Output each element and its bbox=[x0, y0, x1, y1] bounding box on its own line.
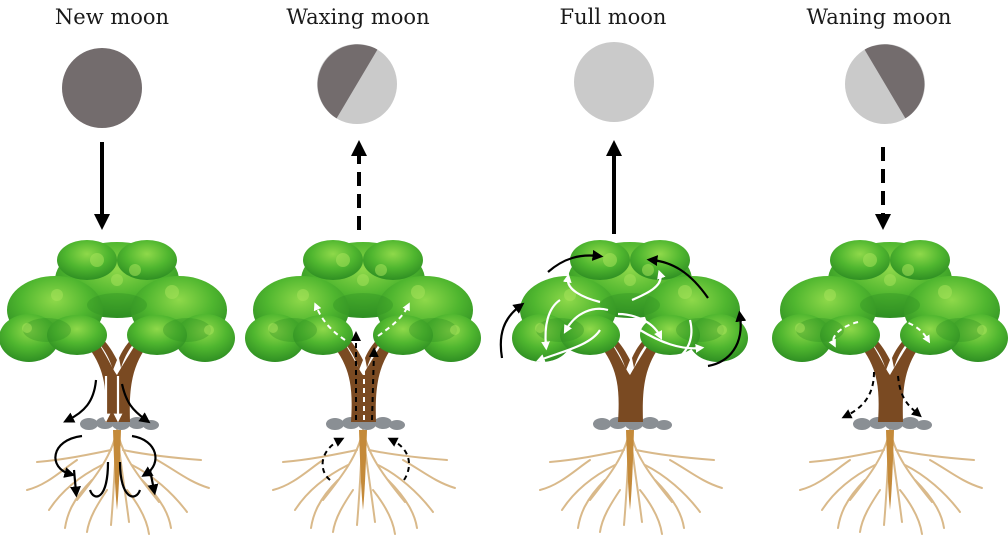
moon-waxing-icon bbox=[317, 44, 397, 124]
flow-arrows-waxing-moon bbox=[313, 302, 410, 481]
moon-full-icon bbox=[574, 42, 654, 122]
tree-full-moon bbox=[511, 239, 749, 535]
phase-title-waxing-moon: Waxing moon bbox=[286, 5, 430, 29]
phase-title-full-moon: Full moon bbox=[559, 5, 667, 29]
flow-arrows-waning-moon bbox=[828, 319, 931, 419]
phase-title-new-moon: New moon bbox=[54, 5, 170, 29]
phase-title-waning-moon: Waning moon bbox=[806, 5, 952, 29]
moon-waning-icon bbox=[845, 44, 925, 124]
moon-new-icon bbox=[62, 48, 142, 128]
tree-waxing-moon bbox=[244, 239, 482, 535]
flow-arrows-new-moon bbox=[54, 376, 159, 498]
flow-arrows-full-moon bbox=[499, 249, 747, 368]
tree-waning-moon bbox=[771, 239, 1008, 535]
